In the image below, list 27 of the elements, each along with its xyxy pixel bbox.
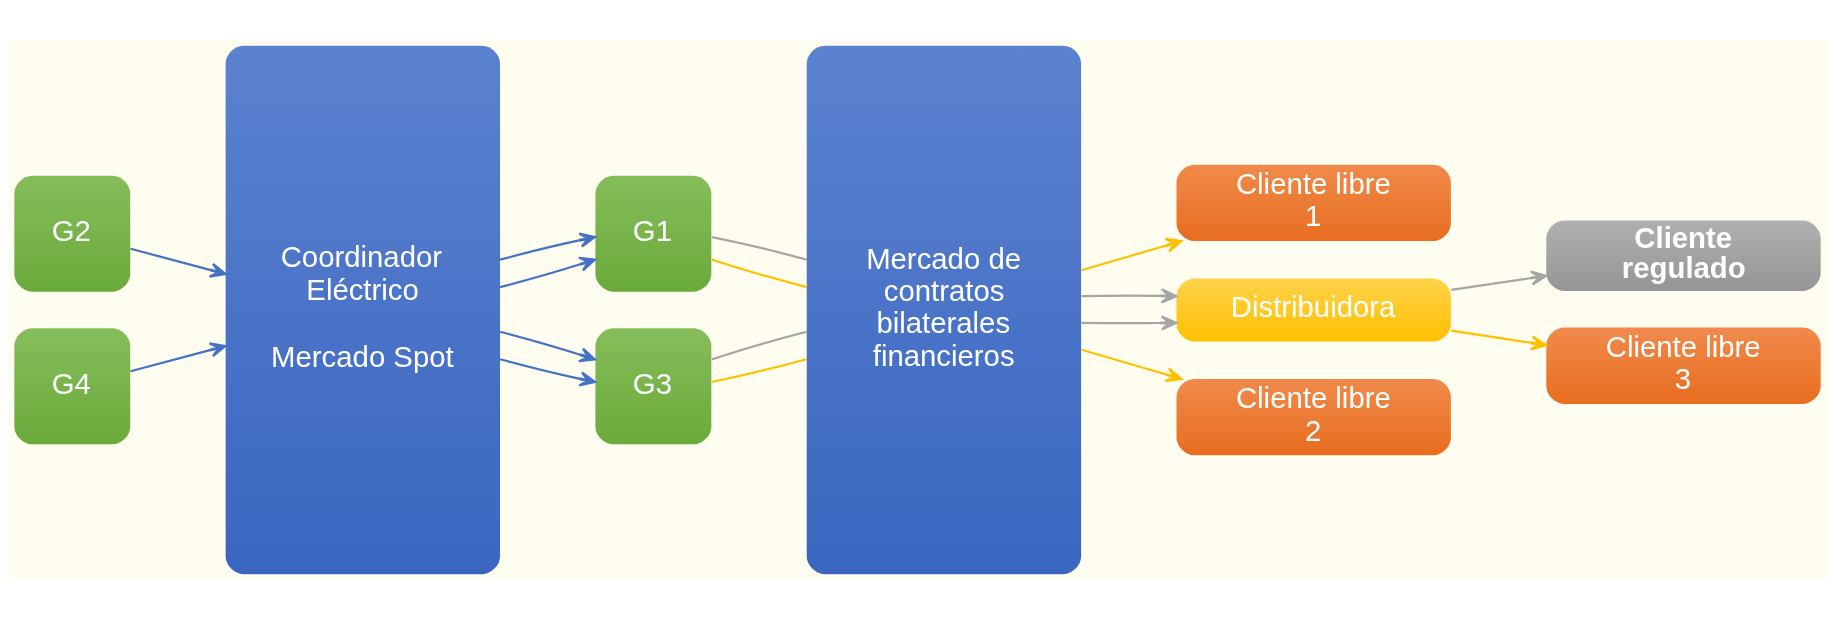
node-box: Cliente libre 1 (1176, 164, 1451, 242)
arrow (1451, 270, 1548, 291)
arrow (130, 342, 227, 373)
arrow (499, 232, 596, 261)
arrow (499, 358, 596, 387)
node-box: G3 (595, 328, 712, 445)
node-box: Cliente libre 3 (1546, 327, 1821, 404)
node-box: Distribuidora (1176, 278, 1451, 342)
node-box: G4 (14, 328, 131, 445)
connector (711, 330, 807, 361)
node-box: Cliente regulado (1546, 220, 1821, 291)
node-box: Coordinador Eléctrico Mercado Spot (225, 45, 501, 575)
arrow (499, 256, 596, 289)
node-box: Cliente libre 2 (1176, 378, 1451, 456)
arrow (499, 330, 596, 363)
connector (711, 236, 807, 261)
arrow (1081, 237, 1183, 272)
node-box: G2 (14, 175, 131, 292)
node-box: Mercado de contratos bilaterales financieros (806, 45, 1082, 575)
arrow (1081, 315, 1178, 331)
node-box: G1 (595, 175, 712, 292)
connector (711, 358, 807, 384)
arrow (1451, 329, 1548, 351)
arrow (1081, 348, 1183, 383)
connector (711, 258, 807, 289)
arrow (130, 247, 227, 278)
arrow (1081, 288, 1178, 304)
